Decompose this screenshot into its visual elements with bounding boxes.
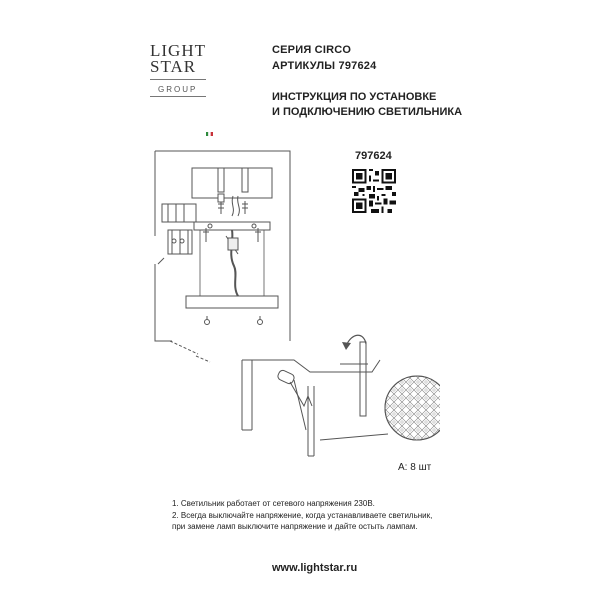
flag-icon [206,132,213,136]
lamp-rod [359,341,367,417]
detail-leader [319,433,389,441]
logo-text-light: LIGHT [150,41,206,60]
connector-detail [157,203,197,265]
article-number: 797624 [355,150,392,162]
installation-diagram [154,150,440,457]
screws [203,193,261,242]
instruction-title: ИНСТРУКЦИЯ ПО УСТАНОВКЕ И ПОДКЛЮЧЕНИЮ СВ… [272,90,462,120]
note-line: при замене ламп выключите напряжение и д… [172,522,418,531]
crystal-detail [384,375,440,441]
qr-code-icon [352,169,396,213]
note-line: 1. Светильник работает от сетевого напря… [172,499,375,508]
zoom-lines [169,340,211,363]
mounting-plate [193,221,271,297]
website-link[interactable]: www.lightstar.ru [272,562,358,574]
logo-divider-bottom [150,96,206,97]
mounting-drawing-frame [154,150,291,342]
rotation-arrow-icon [342,334,367,350]
wall-profile [241,359,381,457]
brand-logo: LIGHT STAR GROUP [150,41,214,136]
instruction-title-line2: И ПОДКЛЮЧЕНИЮ СВЕТИЛЬНИКА [272,106,463,118]
quantity-label: A: 8 шт [398,462,432,473]
logo-divider [150,79,206,80]
instruction-title-line1: ИНСТРУКЦИЯ ПО УСТАНОВКЕ [272,91,437,103]
articles-label: АРТИКУЛЫ 797624 [272,60,377,72]
series-label: СЕРИЯ CIRCO [272,44,352,56]
safety-notes: 1. Светильник работает от сетевого напря… [172,498,432,533]
ceiling-block [191,167,273,199]
logo-text-group: GROUP [158,85,198,94]
lamp-base-plate [185,295,279,325]
logo-text-star: STAR [150,57,197,76]
note-line: 2. Всегда выключайте напряжение, когда у… [172,510,433,520]
